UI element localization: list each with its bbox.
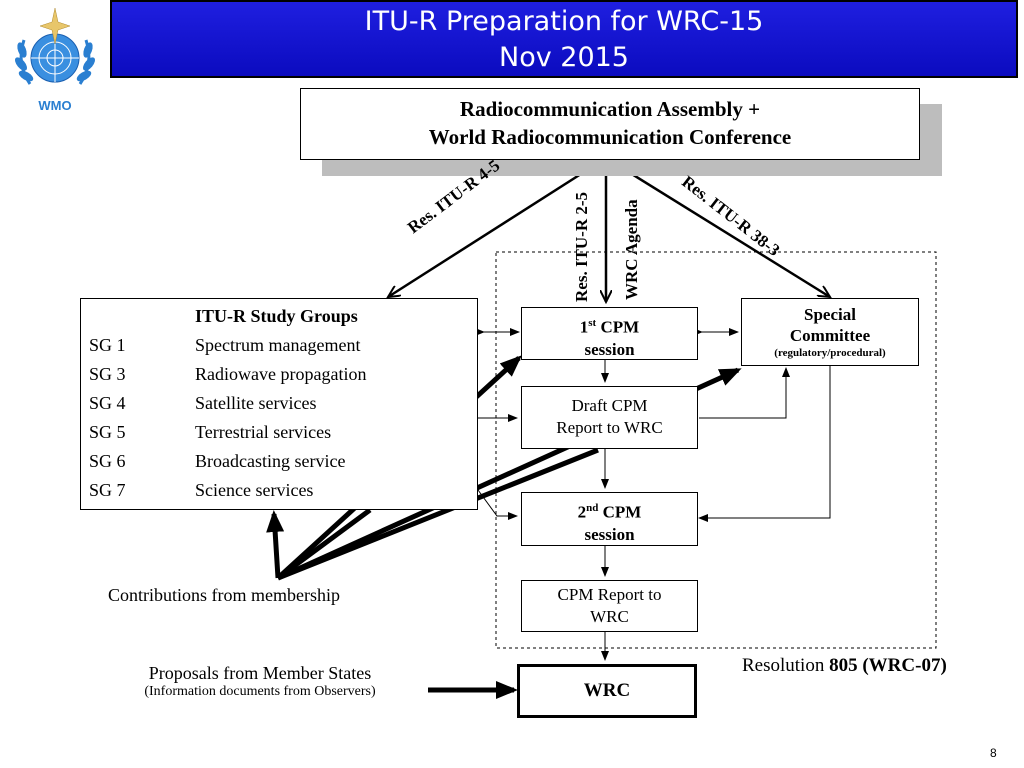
cpm-report-box: CPM Report to WRC (521, 580, 698, 632)
cpm1-ordinal: 1 (579, 317, 589, 337)
arrow-sg-to-cpm2 (477, 489, 518, 520)
study-groups-title: ITU-R Study Groups (195, 306, 358, 326)
sg-code: SG 6 (89, 451, 126, 471)
assembly-line2: World Radiocommunication Conference (428, 125, 792, 149)
sg-code: SG 5 (89, 422, 126, 442)
contrib-arrow-to-sg (266, 510, 285, 579)
sg-row: SG 5 Terrestrial services (89, 422, 331, 443)
page-title: ITU-R Preparation for WRC-15 (364, 6, 764, 37)
logo-text: WMO (38, 98, 71, 113)
sg-name: Spectrum management (195, 335, 361, 355)
sg-row: SG 1 Spectrum management (89, 335, 360, 356)
cpm2-sup: nd (586, 502, 599, 514)
sg-name: Science services (195, 480, 314, 500)
proposals-line2: (Information documents from Observers) (144, 684, 376, 699)
page-number: 8 (990, 746, 997, 760)
sg-name: Terrestrial services (195, 422, 332, 442)
contrib-arrow-to-draft (277, 447, 599, 581)
draft-line2: Report to WRC (556, 418, 663, 437)
assembly-box: Radiocommunication Assembly + World Radi… (300, 88, 920, 160)
arrow-draft-to-committee (699, 367, 790, 419)
sg-row: SG 3 Radiowave propagation (89, 364, 366, 385)
contrib-arrow-extra (276, 507, 372, 581)
cpm2-ordinal: 2 (577, 502, 587, 522)
title-bar: ITU-R Preparation for WRC-15 Nov 2015 (110, 0, 1018, 78)
committee-line1: Special (804, 305, 856, 324)
arrow-to-special-committee (605, 156, 830, 297)
report-line1: CPM Report to (557, 585, 662, 604)
contributions-text: Contributions from membership (108, 585, 340, 605)
sg-code: SG 3 (89, 364, 126, 384)
cpm1-sup: st (588, 317, 597, 329)
wrc-label: WRC (583, 680, 631, 701)
proposals-text: Proposals from Member States (Informatio… (80, 663, 440, 700)
proposals-line1: Proposals from Member States (148, 663, 372, 683)
special-committee-box: Special Committee (regulatory/procedural… (741, 298, 919, 366)
cpm-region-outline (495, 251, 937, 649)
label-wrc-agenda: WRC Agenda (622, 199, 641, 300)
arrow-to-study-groups (388, 156, 607, 297)
committee-line2: Committee (789, 326, 871, 345)
study-groups-box: ITU-R Study Groups SG 1 Spectrum manageme… (80, 298, 478, 510)
wrc-box: WRC (517, 664, 697, 718)
cpm1-box: 1st CPM session (521, 307, 698, 360)
sg-code: SG 4 (89, 393, 126, 413)
cpm2-text: CPM (598, 502, 642, 522)
cpm2-box: 2nd CPM session (521, 492, 698, 546)
committee-line3: (regulatory/procedural) (774, 347, 886, 359)
sg-row: SG 7 Science services (89, 480, 313, 501)
sg-code: SG 1 (89, 335, 126, 355)
resolution-prefix: Resolution (742, 655, 830, 676)
label-res-2-5: Res. ITU-R 2-5 (572, 191, 591, 302)
cpm2-line2: session (584, 524, 635, 544)
sg-name: Broadcasting service (195, 451, 346, 471)
arrow-committee-to-cpm2 (698, 366, 831, 522)
draft-line1: Draft CPM (571, 396, 648, 415)
sg-row: SG 4 Satellite services (89, 393, 316, 414)
cpm1-line2: session (584, 339, 635, 359)
wmo-logo: WMO (10, 6, 100, 116)
resolution-text: Resolution 805 (WRC-07) (742, 655, 947, 677)
assembly-line1: Radiocommunication Assembly + (459, 97, 761, 121)
report-line2: WRC (590, 607, 629, 626)
cpm1-text: CPM (596, 317, 640, 337)
sg-name: Radiowave propagation (195, 364, 367, 384)
page-subtitle: Nov 2015 (499, 42, 629, 73)
sg-name: Satellite services (195, 393, 317, 413)
sg-code: SG 7 (89, 480, 126, 500)
sg-row: SG 6 Broadcasting service (89, 451, 345, 472)
draft-cpm-box: Draft CPM Report to WRC (521, 386, 698, 449)
resolution-number: 805 (WRC-07) (829, 655, 947, 676)
